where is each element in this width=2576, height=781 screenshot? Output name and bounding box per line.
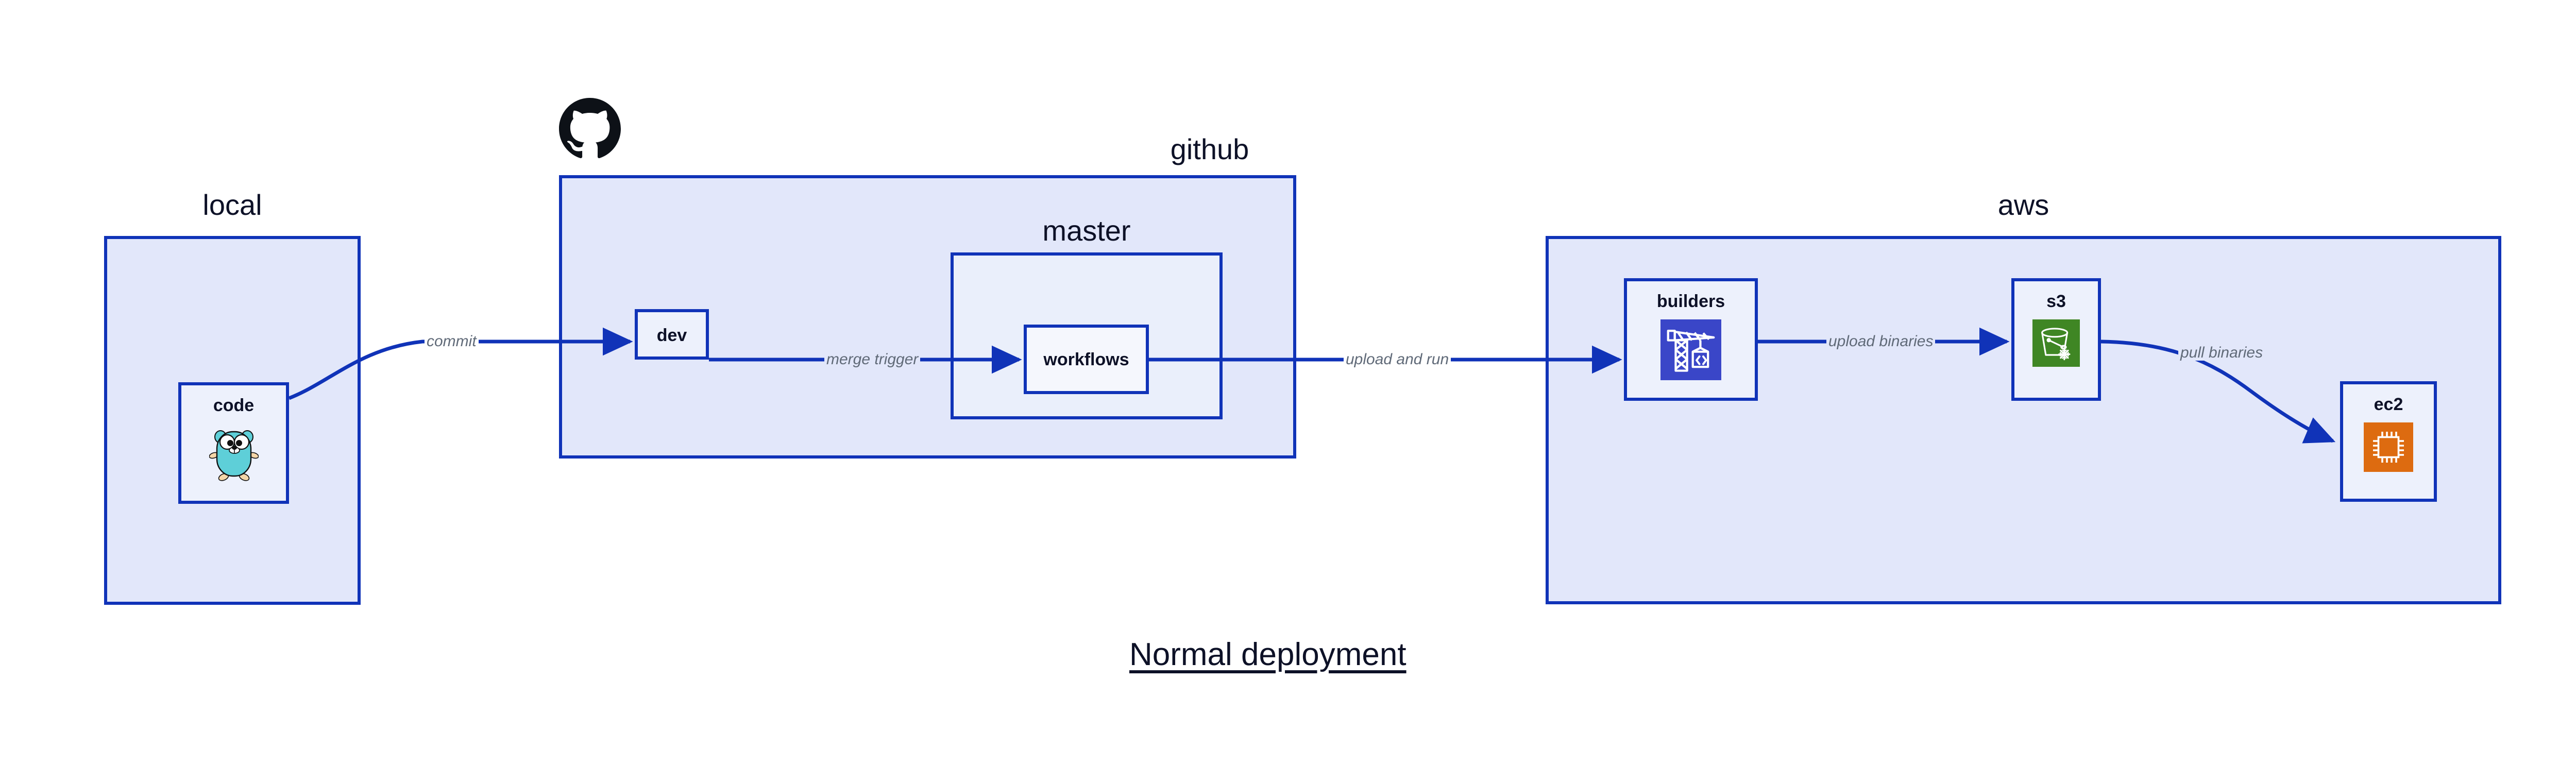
node-builders[interactable]: builders xyxy=(1624,278,1758,401)
edge-label-commit: commit xyxy=(425,334,479,349)
node-label-code: code xyxy=(213,396,255,415)
edge-label-merge-trigger: merge trigger xyxy=(824,352,921,367)
diagram-title: Normal deployment xyxy=(1129,637,1406,672)
node-s3[interactable]: s3 xyxy=(2011,278,2101,401)
node-ec2[interactable]: ec2 xyxy=(2340,381,2437,502)
node-label-builders: builders xyxy=(1656,292,1725,311)
edge-label-pull-binaries: pull binaries xyxy=(2178,345,2265,361)
group-label-github: github xyxy=(1170,133,1249,165)
node-label-ec2: ec2 xyxy=(2374,395,2403,414)
node-code[interactable]: code xyxy=(178,382,289,504)
group-label-aws: aws xyxy=(1997,189,2049,221)
aws-ec2-chip-icon xyxy=(2364,422,2413,474)
edge-label-upload-binaries: upload binaries xyxy=(1826,334,1936,349)
node-workflows[interactable]: workflows xyxy=(1024,325,1149,394)
go-gopher-icon xyxy=(209,423,259,484)
group-label-master: master xyxy=(1042,214,1131,247)
node-label-workflows: workflows xyxy=(1043,350,1129,369)
aws-crane-icon xyxy=(1660,319,1721,383)
node-label-s3: s3 xyxy=(2046,292,2066,311)
node-label-dev: dev xyxy=(656,326,687,345)
github-octocat-icon xyxy=(559,98,621,160)
node-dev[interactable]: dev xyxy=(635,309,709,360)
aws-s3-glacier-icon xyxy=(2032,319,2080,369)
edge-label-upload-and-run: upload and run xyxy=(1344,352,1451,367)
group-label-local: local xyxy=(202,189,262,221)
